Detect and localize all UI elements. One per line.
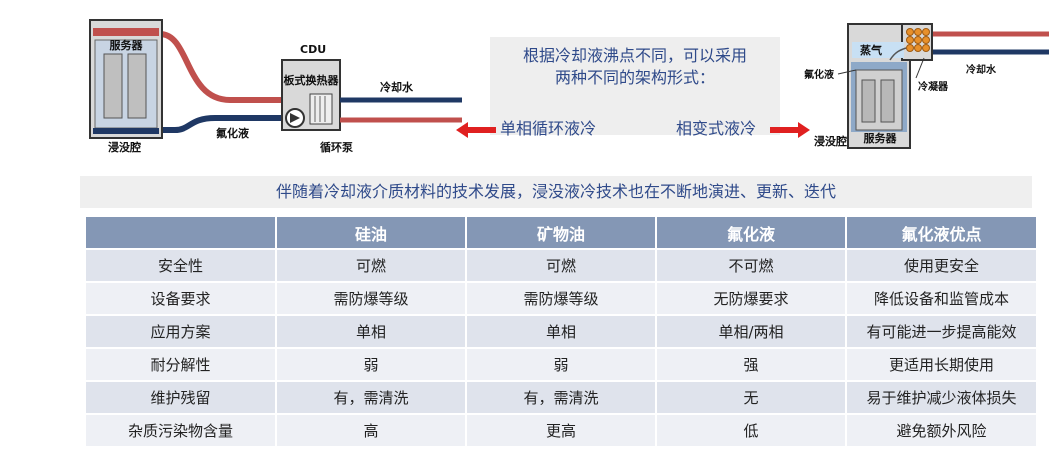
condenser-coil-icon <box>906 28 930 52</box>
table-cell: 需防爆等级 <box>276 281 467 315</box>
fluid-label: 氟化液 <box>216 126 250 140</box>
table-cell: 需防爆等级 <box>466 281 657 315</box>
header-cell: 矿物油 <box>466 217 657 249</box>
server-label: 服务器 <box>864 131 898 145</box>
header-cell: 氟化液优点 <box>846 217 1036 249</box>
table-cell: 可燃 <box>466 248 657 282</box>
table-row: 耐分解性 弱 弱 强 更适用长期使用 <box>86 347 1036 381</box>
table-cell: 杂质污染物含量 <box>86 413 277 446</box>
table-cell: 强 <box>656 347 847 381</box>
water-label: 冷却水 <box>380 80 414 94</box>
arrow-right-icon <box>770 122 810 138</box>
single-phase-diagram: 服务器 浸没腔 氟化液 CDU 板式换热器 冷却水 循环泵 <box>89 19 462 154</box>
hot-pipe <box>159 31 305 103</box>
table-cell: 单相 <box>276 314 467 348</box>
server-label: 服务器 <box>110 38 144 52</box>
water-label: 冷却水 <box>966 63 997 76</box>
table-cell: 维护残留 <box>86 380 277 414</box>
callout-line-2: 两种不同的架构形式： <box>554 68 715 87</box>
table-cell: 更高 <box>466 413 657 446</box>
table-row: 应用方案 单相 单相 单相/两相 有可能进一步提高能效 <box>86 314 1036 348</box>
tank-label: 浸没腔 <box>814 134 847 148</box>
table-cell: 弱 <box>276 347 467 381</box>
table-row: 安全性 可燃 可燃 不可燃 使用更安全 <box>86 248 1036 282</box>
option-single-phase: 单相循环液冷 <box>500 119 597 138</box>
header-cell: 硅油 <box>276 217 467 249</box>
cdu-label: CDU <box>300 43 326 56</box>
table-cell: 无 <box>656 380 847 414</box>
arrow-left-icon <box>456 122 496 138</box>
evolution-banner: 伴随着冷却液介质材料的技术发展，浸没液冷技术也在不断地演进、更新、迭代 <box>80 176 1032 208</box>
two-phase-diagram: 蒸气 氟化液 冷凝器 冷却水 浸没腔 服务器 <box>804 23 1049 149</box>
condenser-label: 冷凝器 <box>918 80 949 93</box>
table-cell: 易于维护减少液体损失 <box>846 380 1036 414</box>
table-cell: 避免额外风险 <box>846 413 1036 446</box>
callout-line-1: 根据冷却液沸点不同，可以采用 <box>522 46 747 65</box>
table-row: 维护残留 有，需清洗 有，需清洗 无 易于维护减少液体损失 <box>86 380 1036 414</box>
table-cell: 降低设备和监管成本 <box>846 281 1036 315</box>
table-header-row: 硅油 矿物油 氟化液 氟化液优点 <box>86 217 1036 249</box>
cold-pipe <box>160 115 290 133</box>
table-cell: 耐分解性 <box>86 347 277 381</box>
tank-label: 浸没腔 <box>108 140 141 154</box>
table-cell: 高 <box>276 413 467 446</box>
table-cell: 应用方案 <box>86 314 277 348</box>
table-cell: 使用更安全 <box>846 248 1036 282</box>
table-cell: 有，需清洗 <box>276 380 467 414</box>
table-cell: 无防爆要求 <box>656 281 847 315</box>
table-cell: 有可能进一步提高能效 <box>846 314 1036 348</box>
vapor-label: 蒸气 <box>860 43 882 57</box>
table-cell: 低 <box>656 413 847 446</box>
table-cell: 安全性 <box>86 248 277 282</box>
header-cell: 氟化液 <box>656 217 847 249</box>
coolant-comparison-table: 硅油 矿物油 氟化液 氟化液优点 安全性 可燃 可燃 不可燃 使用更安全 设备要… <box>86 217 1036 446</box>
fluid-label: 氟化液 <box>804 68 834 81</box>
hx-label: 板式换热器 <box>284 73 340 87</box>
header-cell <box>86 217 277 249</box>
table-cell: 单相/两相 <box>656 314 847 348</box>
table-cell: 单相 <box>466 314 657 348</box>
table-cell: 可燃 <box>276 248 467 282</box>
table-cell: 设备要求 <box>86 281 277 315</box>
plate-heat-exchanger <box>309 93 333 125</box>
option-phase-change: 相变式液冷 <box>676 119 757 138</box>
table-cell: 弱 <box>466 347 657 381</box>
table-cell: 更适用长期使用 <box>846 347 1036 381</box>
table-cell: 有，需清洗 <box>466 380 657 414</box>
table-cell: 不可燃 <box>656 248 847 282</box>
table-row: 设备要求 需防爆等级 需防爆等级 无防爆要求 降低设备和监管成本 <box>86 281 1036 315</box>
pump-label: 循环泵 <box>320 140 353 154</box>
table-row: 杂质污染物含量 高 更高 低 避免额外风险 <box>86 413 1036 446</box>
architecture-callout: 根据冷却液沸点不同，可以采用 两种不同的架构形式： <box>490 37 780 135</box>
